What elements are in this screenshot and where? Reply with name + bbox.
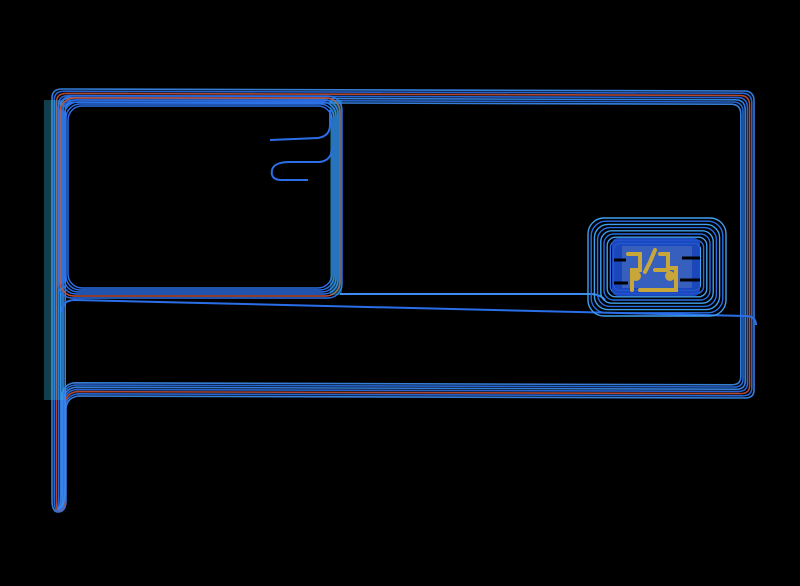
- inner-loop-turn: [63, 101, 337, 293]
- inner-loop-turn: [67, 105, 333, 289]
- chip-coil-turn: [587, 217, 727, 317]
- hook-trace: [269, 110, 331, 141]
- inner-loop-turn: [59, 97, 341, 297]
- chip-pad: [665, 271, 675, 281]
- inner-loop-turn: [61, 99, 339, 295]
- chip-coil-turn: [606, 236, 708, 298]
- antenna-crossover-line: [61, 299, 757, 326]
- hook-trace: [270, 147, 333, 181]
- antenna-coil: [44, 88, 757, 513]
- chip-coil-turn: [593, 223, 721, 311]
- inner-antenna-loop: [57, 95, 343, 299]
- inner-loop-turn: [57, 95, 343, 299]
- chip-coil-turn: [596, 226, 718, 308]
- inner-loop-turn: [65, 103, 335, 291]
- chip-pad-bottom: [638, 252, 678, 292]
- chip-coil-turn: [600, 230, 714, 304]
- chip-module: [587, 217, 727, 317]
- antenna-band: [44, 100, 64, 400]
- chip-bond-wire: [643, 248, 657, 274]
- inner-loop-band: [330, 100, 342, 295]
- chip-coil-turn: [590, 220, 724, 314]
- chip-pad: [631, 271, 641, 281]
- chip-coil-turn: [603, 233, 711, 301]
